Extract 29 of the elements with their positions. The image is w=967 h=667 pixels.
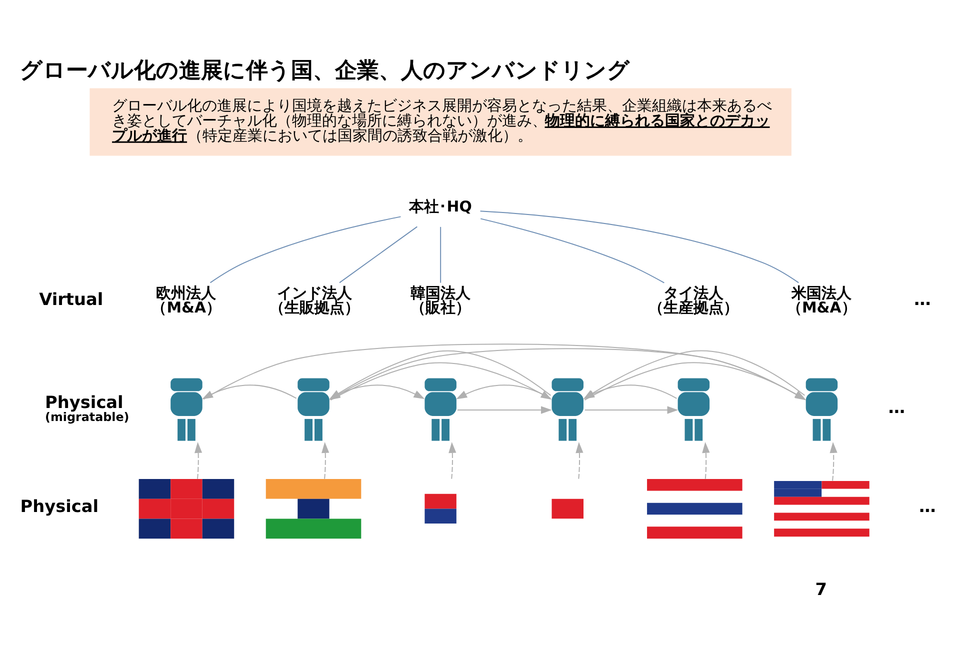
node-text: 韓国法人 （販社） <box>410 284 470 317</box>
label: … <box>888 397 906 418</box>
arrow <box>584 406 678 414</box>
connector <box>440 226 442 284</box>
node-box: グローバル化の進展により国境を越えたビジネス展開が容易となった結果、企業組織は本来あるべき姿としてバーチャル化（物理的な場所に縛られない）が進み、物理的に縛られる国家とのデカップルが進行（特定産業においては国家間の誘致合戦が激化）。 <box>90 88 792 156</box>
node-text: インド法人 （生販拠点） <box>269 284 360 317</box>
node-text: 米国法人 （M&A） <box>786 284 856 317</box>
arrow <box>194 442 202 480</box>
label: Physical <box>45 392 124 412</box>
node-text: 欧州法人 （M&A） <box>152 284 222 317</box>
connector <box>339 226 418 284</box>
arrow <box>202 384 297 400</box>
arrow <box>830 442 838 482</box>
connector <box>480 218 665 284</box>
connector <box>480 210 800 284</box>
arrow <box>456 406 552 414</box>
label: Virtual <box>39 288 104 309</box>
diagram-title: グローバル化の進展に伴う国、企業、人のアンバンドリング <box>20 58 630 84</box>
arrow <box>448 442 456 480</box>
arrow <box>322 442 330 480</box>
arrow <box>702 442 710 480</box>
label: 7 <box>815 579 827 600</box>
node-text: 本社･HQ <box>408 197 472 216</box>
label: … <box>914 288 931 309</box>
label: Physical <box>20 496 99 516</box>
connector <box>210 216 402 284</box>
arrow <box>576 442 584 480</box>
label: … <box>918 496 936 516</box>
node-text: タイ法人 （生産拠点） <box>648 284 739 317</box>
